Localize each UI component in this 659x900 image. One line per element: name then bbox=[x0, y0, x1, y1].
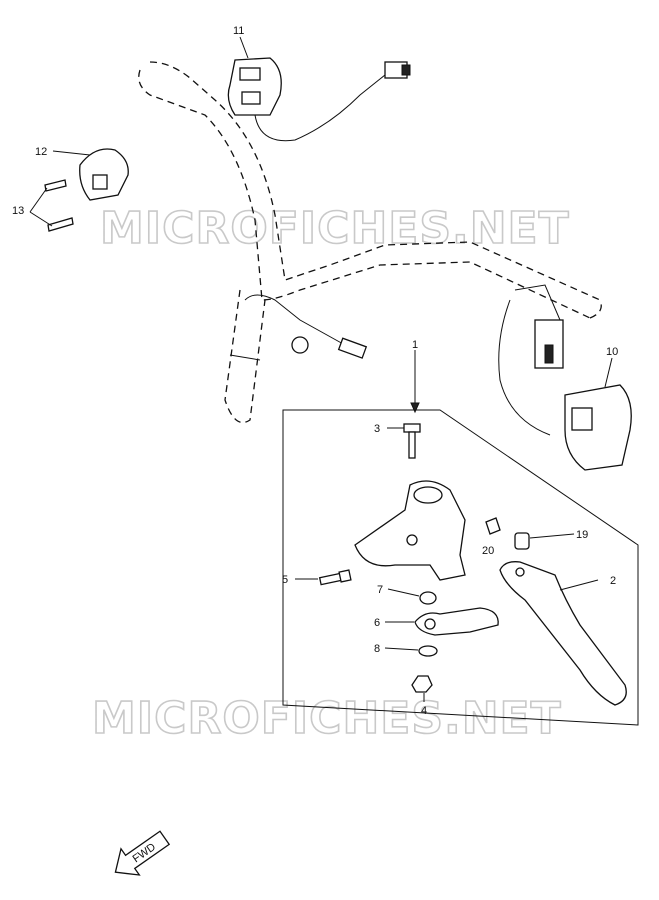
callout-10: 10 bbox=[606, 346, 618, 358]
callout-6: 6 bbox=[374, 617, 380, 629]
callout-4: 4 bbox=[421, 705, 427, 717]
washer-8 bbox=[418, 645, 438, 657]
callout-5: 5 bbox=[282, 574, 288, 586]
callout-1: 1 bbox=[412, 339, 418, 351]
collar-7 bbox=[419, 591, 437, 605]
watermark-top: MICROFICHES.NET bbox=[100, 203, 570, 254]
watermark-bottom: MICROFICHES.NET bbox=[92, 693, 562, 744]
switch-part-10 bbox=[498, 284, 632, 471]
callout-7: 7 bbox=[377, 584, 383, 596]
callout-13: 13 bbox=[12, 205, 24, 217]
lever-holder-phantom bbox=[229, 294, 368, 361]
bolt-5 bbox=[318, 569, 352, 586]
callout-2: 2 bbox=[610, 575, 616, 587]
fwd-arrow: FWD bbox=[114, 830, 171, 876]
callout-20: 20 bbox=[482, 545, 494, 557]
switch-part-11 bbox=[227, 57, 411, 142]
bolt-3 bbox=[403, 423, 421, 459]
pivot-19 bbox=[514, 532, 530, 550]
screws-13 bbox=[44, 179, 74, 232]
switch-housing-12 bbox=[79, 148, 129, 201]
arm-6 bbox=[414, 607, 499, 636]
screw-20 bbox=[485, 517, 501, 535]
callout-11: 11 bbox=[233, 25, 244, 37]
lever-2 bbox=[499, 561, 627, 706]
callout-8: 8 bbox=[374, 643, 380, 655]
handlebar-outline bbox=[138, 61, 602, 424]
nut-4 bbox=[411, 675, 433, 693]
callout-12: 12 bbox=[35, 146, 47, 158]
lever-holder bbox=[354, 480, 466, 581]
callout-19: 19 bbox=[576, 529, 588, 541]
callout-3: 3 bbox=[374, 423, 380, 435]
